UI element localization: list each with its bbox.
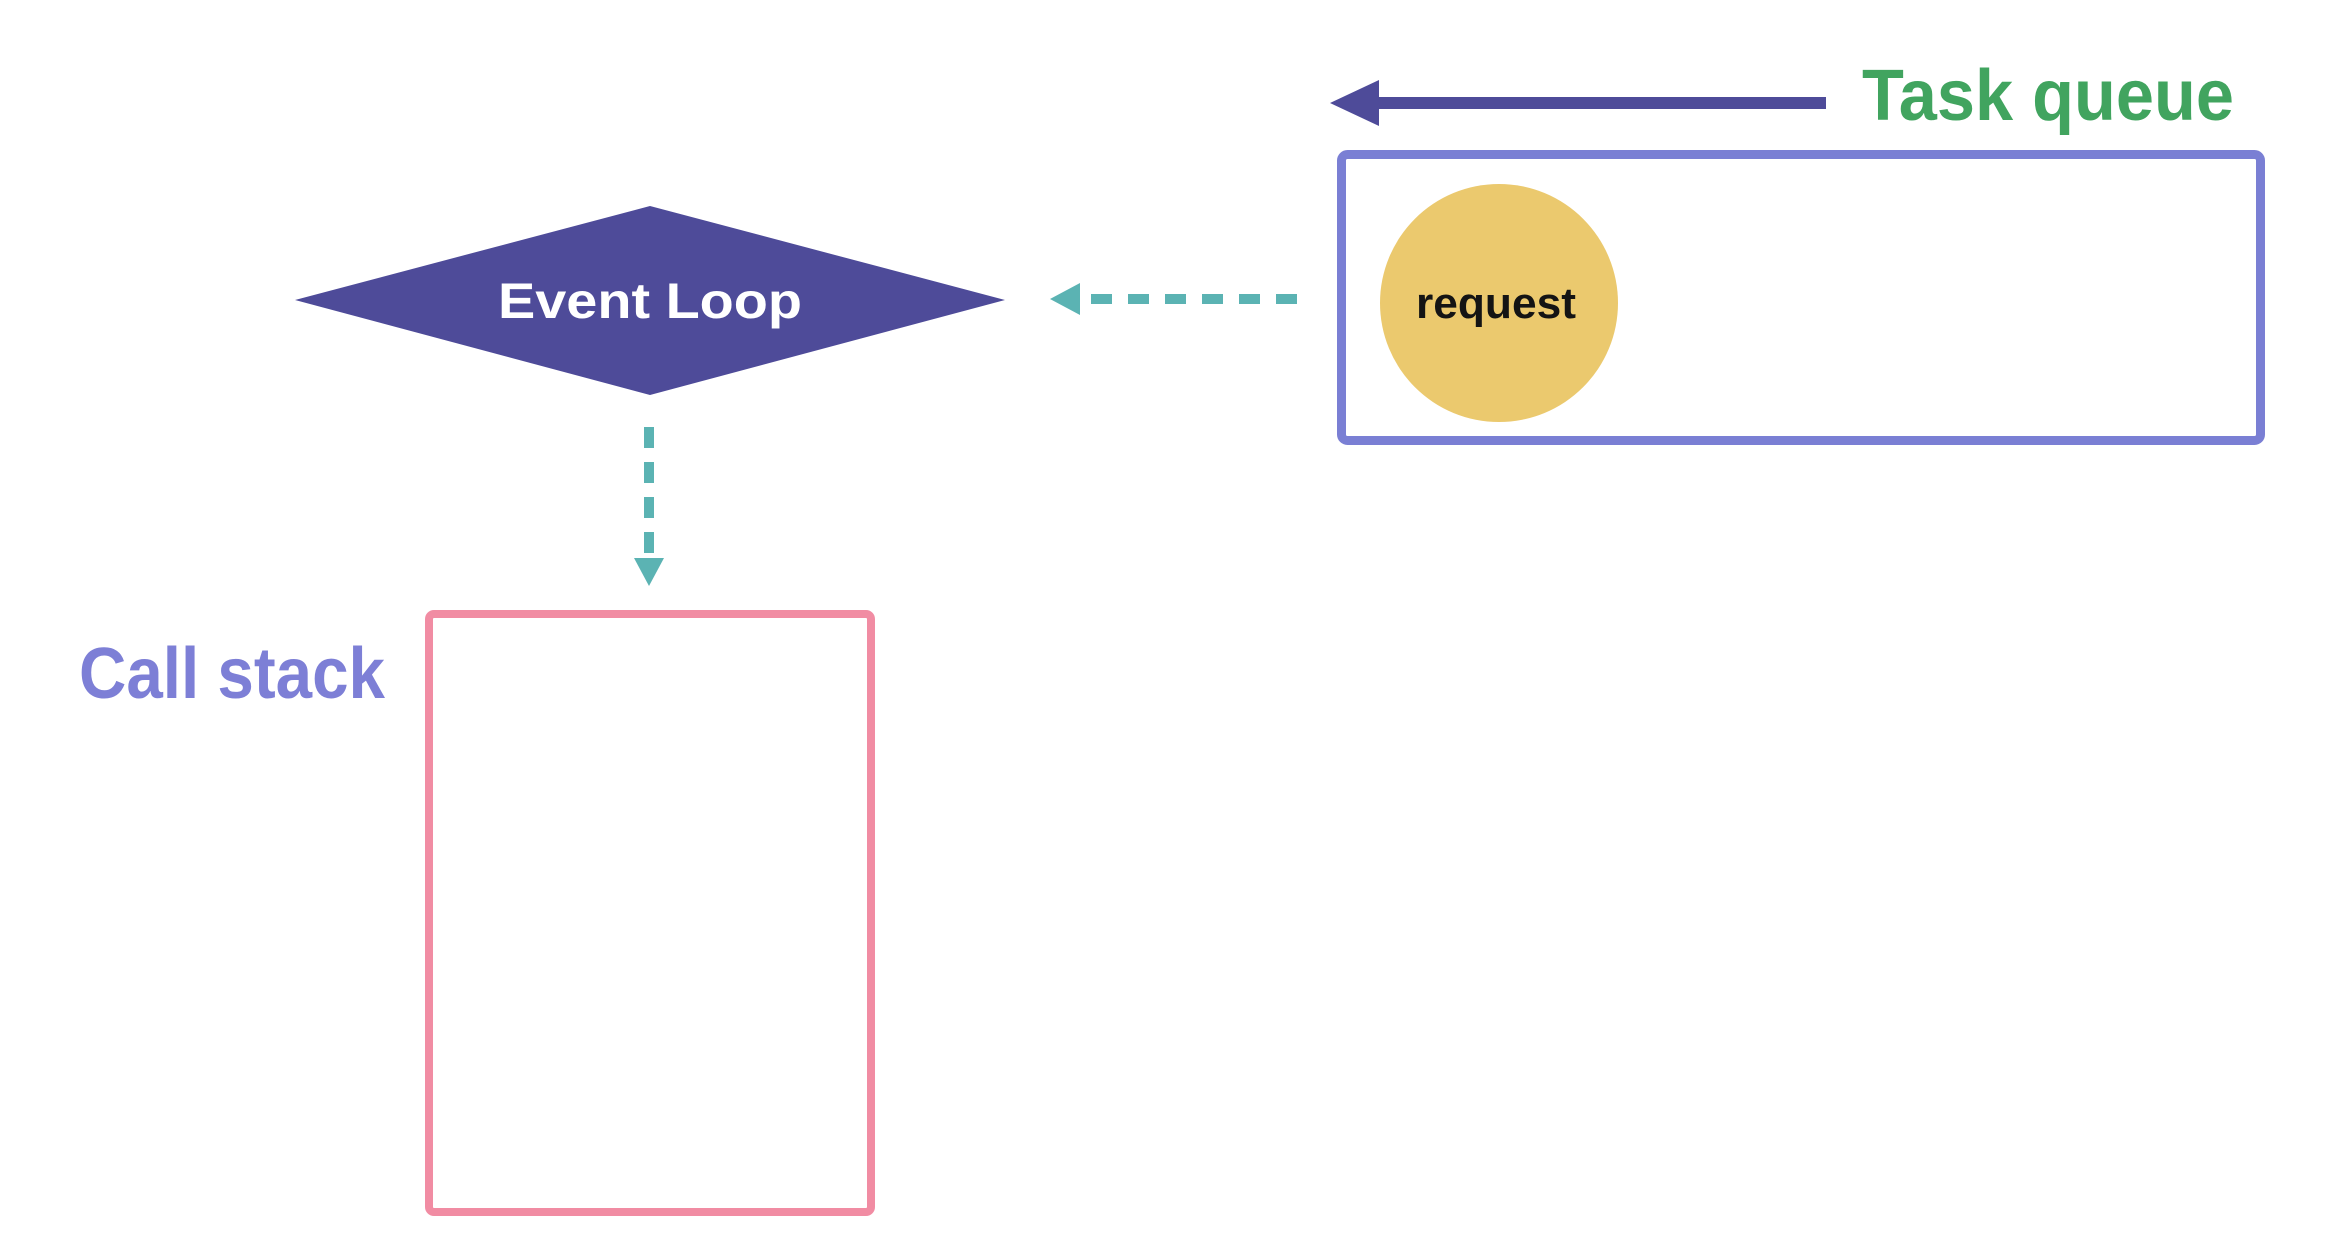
event-loop-diamond — [295, 206, 1005, 395]
request-task-circle — [1380, 184, 1618, 422]
solid-left-arrow — [1330, 80, 1826, 126]
task-queue-label: Task queue — [1862, 56, 2234, 136]
event-loop-label: Event Loop — [498, 273, 802, 329]
call-stack-label: Call stack — [79, 634, 386, 714]
task-queue-box — [1337, 150, 2265, 445]
dashed-arrow-loop-to-stack-head — [634, 558, 664, 586]
dashed-arrow-queue-to-loop-head — [1050, 283, 1080, 315]
call-stack-box — [425, 610, 875, 1216]
request-task-label: request — [1416, 279, 1576, 328]
